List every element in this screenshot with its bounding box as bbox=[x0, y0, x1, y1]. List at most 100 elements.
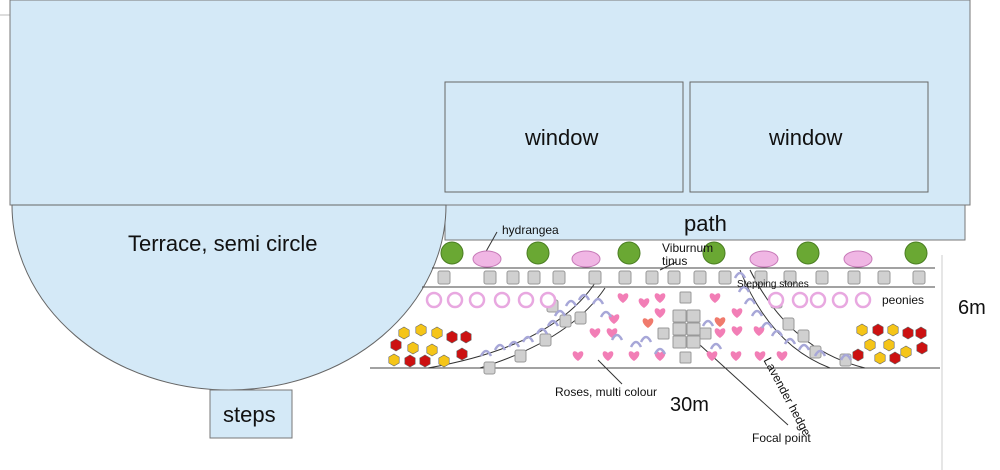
flower-hex-icon bbox=[398, 326, 410, 340]
rose-icon bbox=[753, 326, 765, 336]
flower-hex-icon bbox=[426, 343, 438, 357]
lavender-icon bbox=[507, 340, 521, 348]
rose-icon bbox=[714, 317, 726, 327]
hydrangea-icon bbox=[571, 250, 601, 268]
stepping-stone-icon bbox=[539, 333, 552, 347]
lavender-icon bbox=[839, 353, 853, 361]
flower-hex-icon bbox=[446, 330, 458, 344]
flower-hex-icon bbox=[887, 323, 899, 337]
stepping-stone-icon bbox=[506, 270, 520, 285]
rose-icon bbox=[628, 351, 640, 361]
hydrangea-icon bbox=[472, 250, 502, 268]
stepping-stone-icon bbox=[514, 349, 527, 363]
hydrangea-label: hydrangea bbox=[502, 223, 559, 237]
rose-icon bbox=[709, 293, 721, 303]
rose-icon bbox=[714, 328, 726, 338]
peony-icon bbox=[517, 291, 535, 309]
rose-icon bbox=[589, 328, 601, 338]
focal-point-stone-icon bbox=[686, 309, 701, 323]
stepping-stone-icon bbox=[815, 270, 829, 285]
rose-icon bbox=[654, 293, 666, 303]
stepping-stone-icon bbox=[618, 270, 632, 285]
flower-hex-icon bbox=[852, 348, 864, 362]
flower-hex-icon bbox=[390, 338, 402, 352]
flower-hex-icon bbox=[419, 354, 431, 368]
hydrangea-icon bbox=[749, 250, 779, 268]
stepping-stone-icon bbox=[483, 270, 497, 285]
path-label: path bbox=[684, 211, 727, 236]
lavender-icon bbox=[639, 335, 653, 343]
stepping-stone-icon bbox=[437, 270, 451, 285]
peony-icon bbox=[831, 291, 849, 309]
lavender-icon bbox=[493, 343, 507, 351]
lavender-icon bbox=[546, 319, 560, 327]
lavender-icon bbox=[733, 271, 747, 279]
flower-hex-icon bbox=[883, 338, 895, 352]
viburnum-leader bbox=[659, 261, 677, 271]
lavender-icon bbox=[783, 337, 797, 345]
focal-point-stone-icon bbox=[699, 327, 712, 340]
focal-point-stone-icon bbox=[657, 327, 670, 340]
peonies-label: peonies bbox=[882, 293, 925, 307]
flower-hex-icon bbox=[872, 323, 884, 337]
window-right bbox=[689, 81, 929, 193]
stepping-stones-label: Stepping stones bbox=[737, 279, 809, 290]
stepping-stone-icon bbox=[552, 270, 566, 285]
flower-hex-icon bbox=[874, 351, 886, 365]
rose-icon bbox=[654, 351, 666, 361]
stepping-stone-icon bbox=[782, 317, 795, 331]
rose-icon bbox=[776, 351, 788, 361]
stepping-stone-icon bbox=[718, 270, 732, 285]
stepping-stone-icon bbox=[645, 270, 659, 285]
flower-hex-icon bbox=[856, 323, 868, 337]
viburnum-icon bbox=[526, 241, 550, 265]
width-dimension-label: 30m bbox=[670, 394, 709, 416]
lavender-icon bbox=[553, 309, 567, 317]
lavender-icon bbox=[653, 347, 667, 355]
viburnum-icon bbox=[702, 241, 726, 265]
rose-icon bbox=[731, 308, 743, 318]
lavender-icon bbox=[591, 297, 605, 305]
viburnum-icon bbox=[796, 241, 820, 265]
stepping-stone-icon bbox=[847, 270, 861, 285]
steps bbox=[209, 389, 293, 439]
focal-point-stone-icon bbox=[679, 291, 692, 304]
lavender-icon bbox=[737, 285, 751, 293]
flower-hex-icon bbox=[460, 330, 472, 344]
rose-icon bbox=[572, 351, 584, 361]
flower-hex-icon bbox=[916, 341, 928, 355]
focal-point-stone-icon bbox=[672, 309, 687, 323]
roses-label: Roses, multi colour bbox=[555, 385, 658, 399]
stepping-stone-icon bbox=[588, 270, 602, 285]
viburnum-icon bbox=[440, 241, 464, 265]
stepping-stone-icon bbox=[783, 270, 797, 285]
peony-icon bbox=[539, 291, 557, 309]
viburnum-label: Viburnum tinus bbox=[662, 241, 714, 268]
rose-icon bbox=[731, 326, 743, 336]
stepping-stone-icon bbox=[527, 270, 541, 285]
peony-icon bbox=[767, 291, 785, 309]
focal-point-stone-icon bbox=[672, 322, 687, 336]
window-left bbox=[444, 81, 684, 193]
flower-hex-icon bbox=[415, 323, 427, 337]
focal-point-label: Focal point bbox=[752, 431, 811, 445]
lavender-icon bbox=[709, 342, 723, 350]
peony-icon bbox=[791, 291, 809, 309]
lavender-icon bbox=[521, 335, 535, 343]
rose-icon bbox=[754, 351, 766, 361]
peony-icon bbox=[468, 291, 486, 309]
lavender-icon bbox=[564, 299, 578, 307]
lavender-icon bbox=[610, 333, 624, 341]
lavender-icon bbox=[479, 349, 493, 357]
stepping-stone-icon bbox=[483, 361, 496, 375]
peony-icon bbox=[809, 291, 827, 309]
rose-icon bbox=[638, 298, 650, 308]
lavender-icon bbox=[701, 319, 715, 327]
lavender-icon bbox=[770, 329, 784, 337]
flower-hex-icon bbox=[407, 341, 419, 355]
stepping-stone-icon bbox=[754, 270, 768, 285]
flower-hex-icon bbox=[388, 353, 400, 367]
rose-icon bbox=[706, 351, 718, 361]
lavender-icon bbox=[577, 293, 591, 301]
